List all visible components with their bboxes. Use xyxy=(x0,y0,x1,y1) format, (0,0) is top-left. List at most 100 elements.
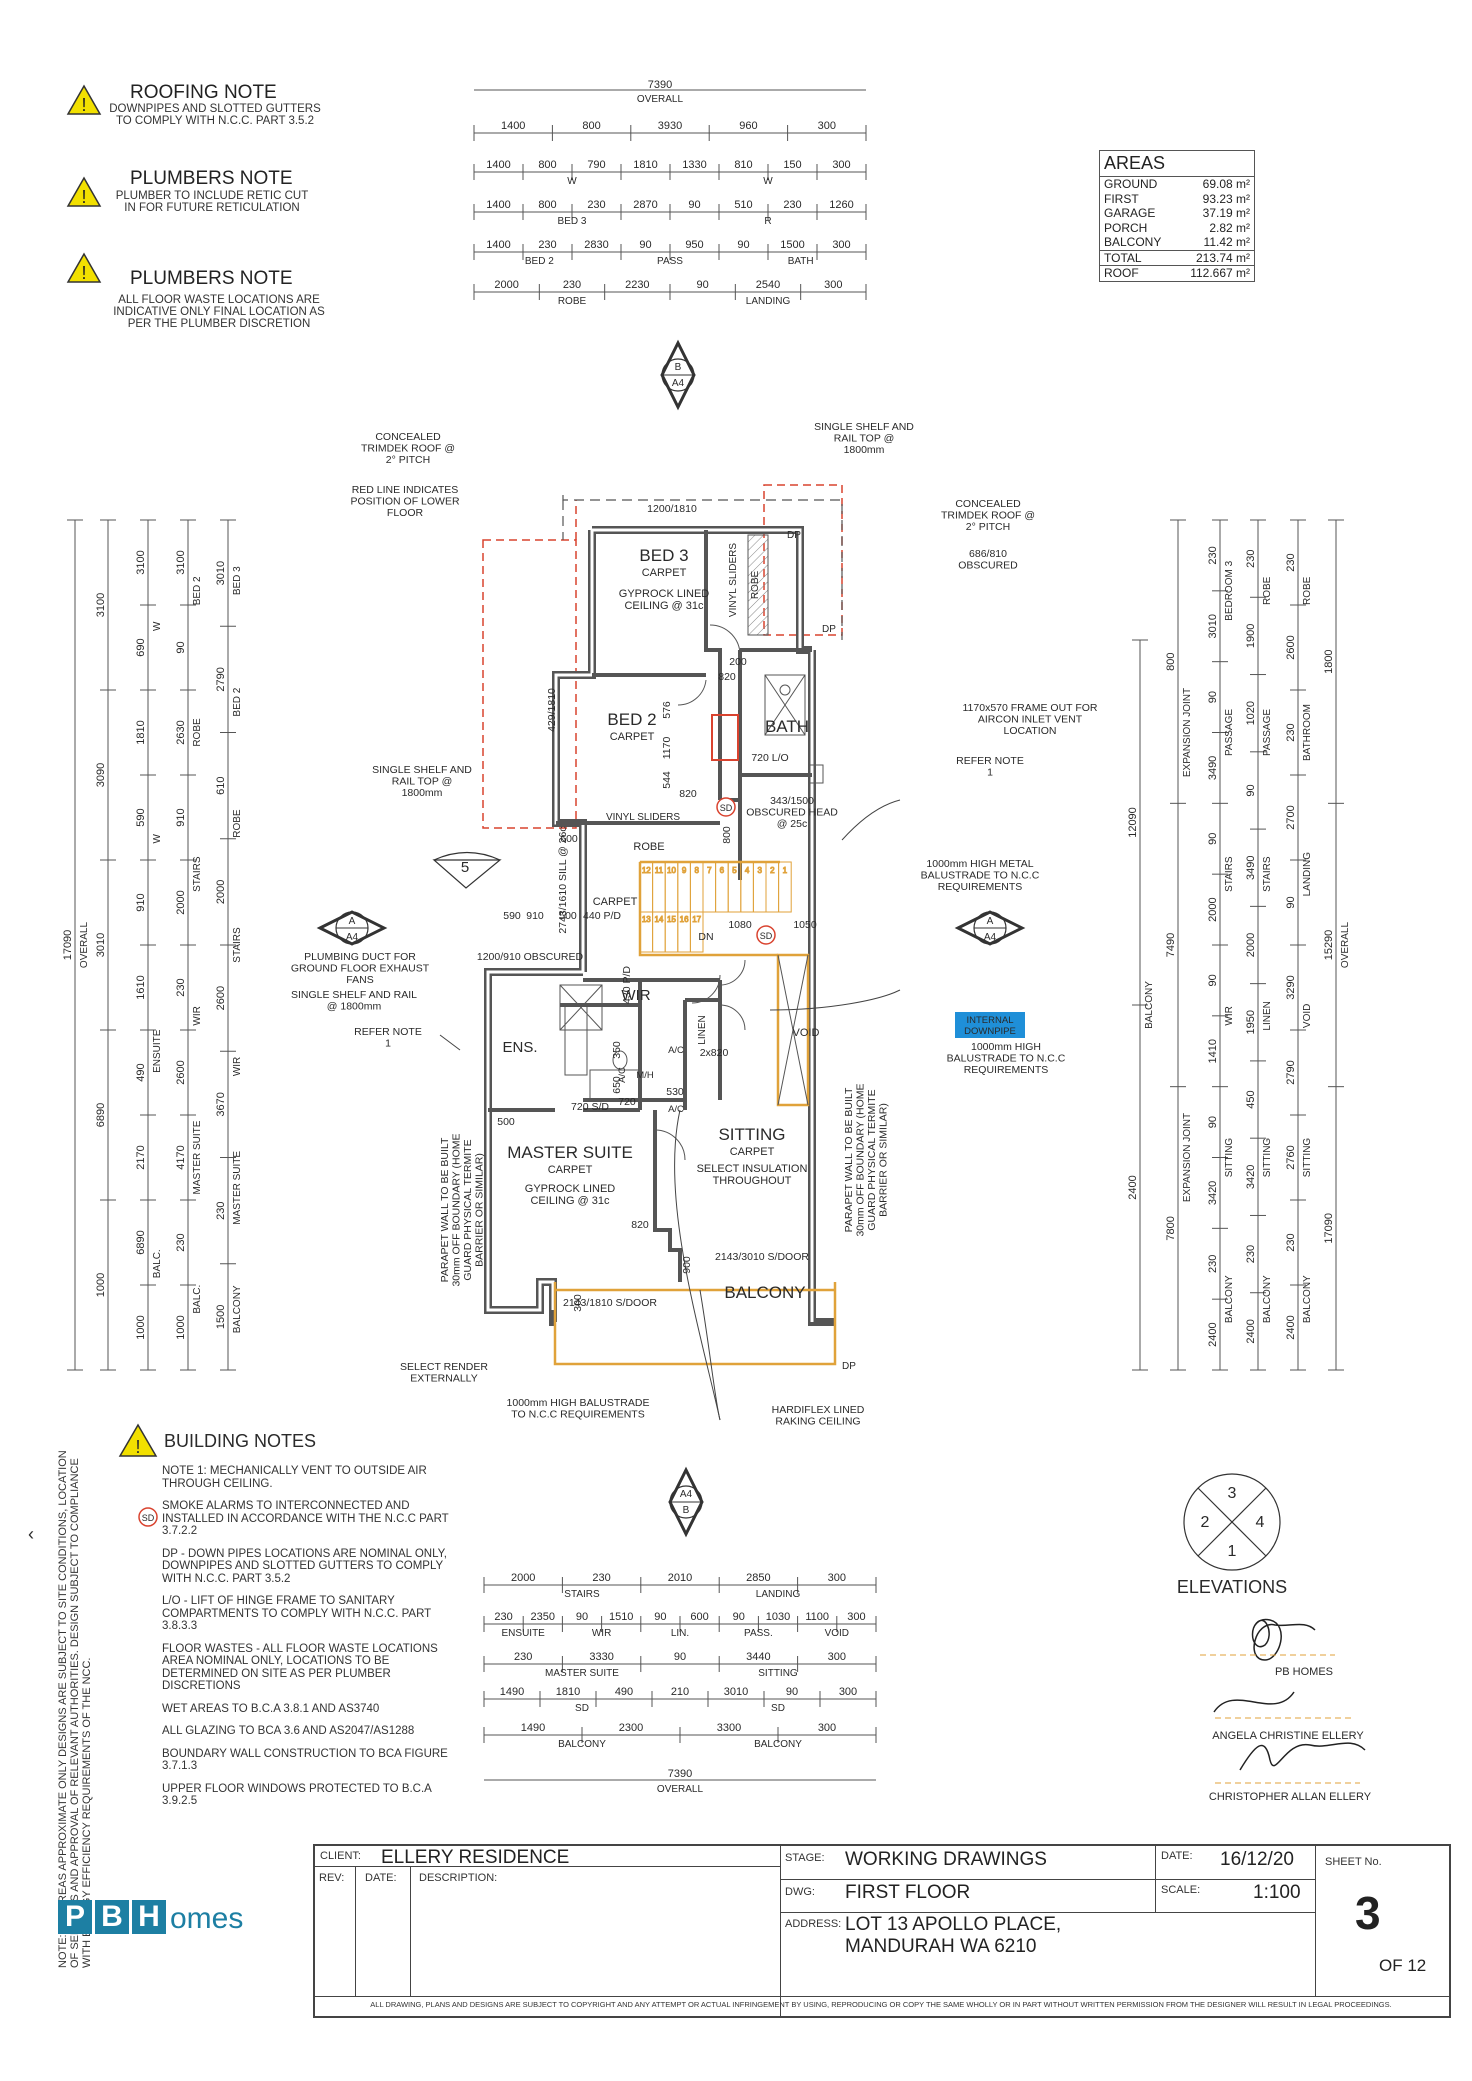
wall-dim: 590 xyxy=(503,910,521,922)
annotation-line: SELECT RENDER xyxy=(400,1361,488,1373)
area-label: PORCH xyxy=(1104,220,1148,235)
dimension-label: STAIRS xyxy=(1224,856,1235,892)
elevation-marker-5: 5 xyxy=(432,851,502,889)
annotation-line: POSITION OF LOWER xyxy=(350,496,460,508)
logo-letter: P xyxy=(58,1900,92,1934)
dimension-value: 790 xyxy=(587,159,605,171)
annotation-line: GROUND FLOOR EXHAUST xyxy=(291,963,430,975)
dimension-value: 490 xyxy=(135,1063,147,1081)
stair-number: 16 xyxy=(680,915,689,924)
dimension-value: 90 xyxy=(737,239,749,251)
annotation-line: OBSCURED xyxy=(958,560,1018,572)
dimension-value: 1410 xyxy=(1207,1039,1219,1063)
room-floor-sitting: CARPET xyxy=(730,1146,775,1158)
wall-dim: 800 xyxy=(721,826,733,844)
stair-number: 8 xyxy=(694,866,699,875)
annotation-line: FLOOR xyxy=(387,507,424,519)
dimension-value: 230 xyxy=(1285,553,1297,571)
dimension-value: 910 xyxy=(175,808,187,826)
dimension-label: SITTING xyxy=(758,1668,798,1679)
scale-label: SCALE: xyxy=(1161,1884,1201,1896)
annotation-line: 1000mm HIGH METAL xyxy=(926,858,1033,870)
plumbers-note-title: PLUMBERS NOTE xyxy=(130,168,293,189)
dimension-label: BED 3 xyxy=(232,566,243,595)
annotation-line: AIRCON INLET VENT xyxy=(978,714,1083,726)
dimension-label: BEDROOM 3 xyxy=(1224,560,1235,620)
dimension-value: 1500 xyxy=(780,239,804,251)
annotation-line: TO N.C.C REQUIREMENTS xyxy=(511,1409,644,1421)
dimension-value: 3420 xyxy=(1245,1165,1257,1189)
stair-number: 12 xyxy=(642,866,651,875)
dimension-value: 1500 xyxy=(215,1305,227,1329)
section-marker-a-left: A A4 xyxy=(316,910,388,946)
dimension-value: 230 xyxy=(587,199,605,211)
dimension-value: 6890 xyxy=(135,1230,147,1254)
dimension-value: 1900 xyxy=(1245,624,1257,648)
dimension-value: 90 xyxy=(733,1611,745,1623)
dimension-value: 1810 xyxy=(556,1686,580,1698)
scale-value: 1:100 xyxy=(1253,1882,1301,1903)
dimension-value: 2600 xyxy=(1285,635,1297,659)
dimension-value: 230 xyxy=(494,1611,512,1623)
annotation-line: @ 25c xyxy=(777,818,808,830)
dimension-label: BALCONY xyxy=(232,1285,243,1333)
dimension-label: BALCONY xyxy=(1224,1275,1235,1323)
window-dim: 1200/1810 xyxy=(647,503,697,515)
dimension-value: 3440 xyxy=(746,1651,770,1663)
dimension-value: 1400 xyxy=(486,239,510,251)
dimension-value: 3010 xyxy=(1207,614,1219,638)
dimension-label: ROBE xyxy=(558,296,587,307)
dimension-value: 2850 xyxy=(746,1572,770,1584)
logo-letter: H xyxy=(132,1900,166,1934)
dimension-value: 490 xyxy=(615,1686,633,1698)
wall-dim: 1170 xyxy=(661,737,673,760)
area-label: TOTAL xyxy=(1104,250,1142,265)
annotation-line: PARAPET WALL TO BE BUILT xyxy=(439,1137,451,1282)
manhole-label: M/H xyxy=(636,1070,654,1081)
window-dim: 2743/1610 SILL @ 26c xyxy=(557,826,569,933)
dimension-value: 690 xyxy=(135,638,147,656)
dimension-label: ENSUITE xyxy=(152,1029,163,1073)
annotation-line: RAIL TOP @ xyxy=(392,776,452,788)
dimension-label: BED 2 xyxy=(192,576,203,605)
annotation-line: REFER NOTE xyxy=(354,1026,422,1038)
dimension-value: 90 xyxy=(1207,974,1219,986)
section-sheet: A4 xyxy=(346,932,359,943)
dimension-value: 230 xyxy=(215,1201,227,1219)
client-name: ELLERY RESIDENCE xyxy=(381,1847,570,1868)
annotation-line: @ 1800mm xyxy=(327,1001,382,1013)
plumbers-note-title: PLUMBERS NOTE xyxy=(130,268,293,289)
dimension-value: 3010 xyxy=(215,561,227,585)
room-floor-bed3: CARPET xyxy=(642,567,687,579)
window-dim: 1200/910 OBSCURED xyxy=(477,951,584,963)
dimension-label: SD xyxy=(575,1703,589,1714)
room-name-master-suite: MASTER SUITE xyxy=(507,1143,633,1162)
door-dim: 2143/3010 S/DOOR xyxy=(715,1251,809,1263)
stair-tread xyxy=(689,911,704,953)
dimension-label: STAIRS xyxy=(232,927,243,963)
dimension-label: LINEN xyxy=(1262,1001,1273,1030)
annotation-line: 1170x570 FRAME OUT FOR xyxy=(963,702,1098,714)
dimension-value: 1610 xyxy=(135,975,147,999)
wall-dim: 600 xyxy=(560,833,578,845)
room-note-bed3: GYPROCK LINED xyxy=(619,588,710,600)
signature-pb-homes: PB HOMES xyxy=(1275,1666,1333,1678)
annotation-line: 1000mm HIGH BALUSTRADE xyxy=(507,1397,650,1409)
plan-small-dimensions: 1200/1810 820 200 720 L/O 820 576 1170 5… xyxy=(477,503,856,1372)
dimension-value: 3100 xyxy=(175,550,187,574)
dimension-value: 2790 xyxy=(215,667,227,691)
room-name-bath: BATH xyxy=(765,717,809,736)
dimension-value: 1030 xyxy=(766,1611,790,1623)
dimension-value: 7390 xyxy=(668,1768,692,1780)
dimension-value: 2230 xyxy=(625,279,649,291)
room-note-master: GYPROCK LINED xyxy=(525,1183,616,1195)
